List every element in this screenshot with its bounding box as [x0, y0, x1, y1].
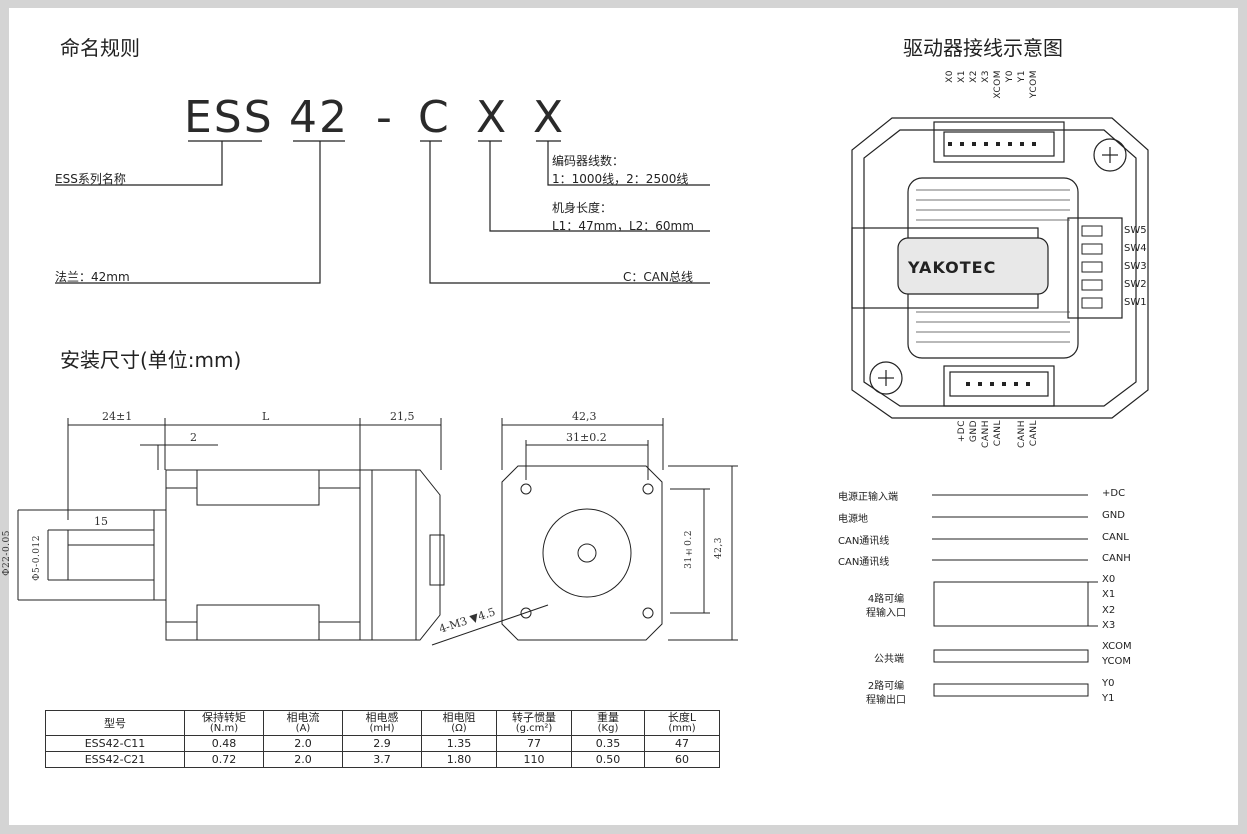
switch-sw1: SW1	[1124, 297, 1147, 308]
pin-top-xcom: XCOM	[993, 70, 1003, 99]
group-inputs-label: 4路可编 程输入口	[866, 594, 906, 619]
code-part-dash: -	[376, 92, 394, 143]
label-series: ESS系列名称	[55, 172, 126, 186]
table-cell: 3.7	[342, 751, 422, 768]
group-outputs-y0: Y0	[1102, 678, 1115, 689]
dim-body-length: L	[262, 410, 270, 423]
wire-right-dc: +DC	[1102, 488, 1126, 499]
wire-left-gnd: 电源地	[838, 514, 868, 525]
pin-bottom-canl-2: CANL	[1029, 420, 1039, 447]
spec-header-torque: 保持转矩(N.m)	[184, 710, 264, 736]
table-cell: 60	[644, 751, 720, 768]
code-part-encoder: X	[533, 92, 566, 143]
group-outputs-label: 2路可编 程输出口	[866, 681, 906, 706]
label-body-title: 机身长度：	[552, 201, 613, 215]
dimensions-title: 安装尺寸(单位:mm)	[60, 348, 242, 372]
wiring-title: 驱动器接线示意图	[903, 36, 1063, 60]
dim-shaft-length: 24±1	[102, 410, 133, 423]
code-part-body: X	[476, 92, 509, 143]
label-encoder-values: 1：1000线，2：2500线	[552, 172, 689, 186]
wire-right-canh: CANH	[1102, 553, 1131, 564]
wire-right-canl: CANL	[1102, 532, 1129, 543]
wire-left-can2: CAN通讯线	[838, 557, 890, 568]
label-encoder-title: 编码器线数：	[552, 154, 625, 168]
code-part-series: ESS	[184, 92, 274, 143]
pin-top-x2: X2	[969, 70, 979, 83]
wire-right-gnd: GND	[1102, 510, 1125, 521]
table-cell: 1.80	[421, 751, 497, 768]
group-inputs-x1: X1	[1102, 589, 1116, 600]
label-flange: 法兰：42mm	[55, 270, 130, 284]
wire-left-dc: 电源正输入端	[838, 492, 898, 503]
motor-front-view	[501, 418, 738, 641]
table-cell: 0.35	[571, 735, 645, 752]
code-part-size: 42	[289, 92, 349, 143]
switch-sw2: SW2	[1124, 279, 1147, 290]
group-common-xcom: XCOM	[1102, 641, 1132, 652]
label-body-values: L1：47mm，L2：60mm	[552, 219, 694, 233]
dim-step: 2	[190, 431, 197, 444]
table-row: ESS42-C21 0.72 2.0 3.7 1.80 110 0.50 60	[45, 751, 720, 768]
table-cell: 0.48	[184, 735, 264, 752]
pin-top-x1: X1	[957, 70, 967, 83]
code-part-bus: C	[418, 92, 451, 143]
pin-top-y0: Y0	[1005, 70, 1015, 83]
pin-bottom-dc: +DC	[957, 420, 967, 443]
dim-front-width: 42,3	[572, 410, 597, 423]
spec-table: 型号 保持转矩(N.m) 相电流(A) 相电感(mH) 相电阻(Ω) 转子惯量(…	[45, 710, 720, 768]
group-inputs-x0: X0	[1102, 574, 1116, 585]
pin-bottom-canh-2: CANH	[1017, 420, 1027, 448]
naming-title: 命名规则	[60, 36, 140, 60]
group-inputs-x3: X3	[1102, 620, 1116, 631]
table-row: ESS42-C11 0.48 2.0 2.9 1.35 77 0.35 47	[45, 735, 720, 752]
table-cell: 0.50	[571, 751, 645, 768]
spec-header-inductance: 相电感(mH)	[342, 710, 422, 736]
dim-rear-length: 21,5	[390, 410, 415, 423]
pin-top-x3: X3	[981, 70, 991, 83]
pin-bottom-canl: CANL	[993, 420, 1003, 447]
pin-bottom-canh: CANH	[981, 420, 991, 448]
driver-logo: YAKOTEC	[908, 258, 997, 277]
group-outputs-y1: Y1	[1102, 693, 1115, 704]
label-bus: C：CAN总线	[623, 270, 693, 284]
wire-left-can1: CAN通讯线	[838, 536, 890, 547]
group-common-ycom: YCOM	[1102, 656, 1132, 667]
group-common-label: 公共端	[874, 654, 904, 665]
pin-top-ycom: YCOM	[1029, 70, 1039, 99]
dim-flat-length: 15	[94, 515, 108, 528]
spec-header-length: 长度L(mm)	[644, 710, 720, 736]
pin-top-y1: Y1	[1017, 70, 1027, 83]
pin-top-x0: X0	[945, 70, 955, 83]
switch-sw4: SW4	[1124, 243, 1147, 254]
switch-sw5: SW5	[1124, 225, 1147, 236]
table-cell: 1.35	[421, 735, 497, 752]
spec-header-resistance: 相电阻(Ω)	[421, 710, 497, 736]
switch-sw3: SW3	[1124, 261, 1147, 272]
pin-bottom-gnd: GND	[969, 420, 979, 443]
table-cell: 0.72	[184, 751, 264, 768]
table-cell: ESS42-C21	[45, 751, 185, 768]
dim-hole-pitch: 31±0.2	[566, 431, 607, 444]
group-inputs-x2: X2	[1102, 605, 1116, 616]
